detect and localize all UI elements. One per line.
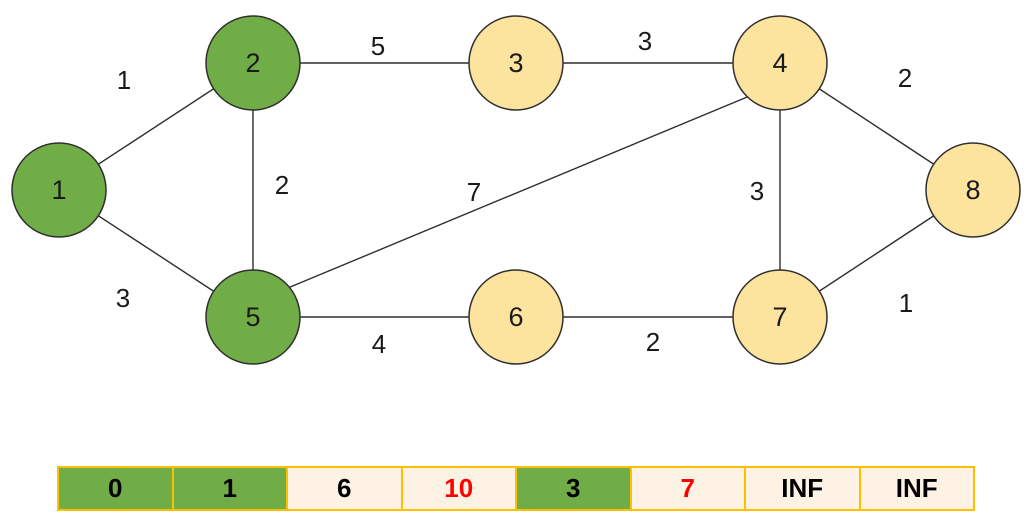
node-label-1: 1 bbox=[51, 175, 66, 205]
edge-weight-1-2: 1 bbox=[117, 65, 131, 95]
distance-cell-3: 6 bbox=[288, 468, 403, 509]
node-circle-1 bbox=[11, 142, 107, 238]
distance-cell-4: 10 bbox=[402, 468, 517, 509]
node-label-7: 7 bbox=[772, 302, 787, 332]
distance-value: INF bbox=[781, 473, 824, 503]
node-circle-7 bbox=[732, 269, 828, 365]
graph-node-1: 1 bbox=[11, 142, 107, 238]
graph-node-7: 7 bbox=[732, 269, 828, 365]
edge-weight-2-3: 5 bbox=[371, 31, 385, 61]
node-label-3: 3 bbox=[508, 48, 523, 78]
distance-value: 3 bbox=[566, 473, 581, 503]
graph-node-8: 8 bbox=[925, 142, 1021, 238]
edge-weight-4-7: 3 bbox=[750, 176, 764, 206]
distance-value: INF bbox=[895, 473, 938, 503]
edge-weight-5-4: 7 bbox=[467, 177, 481, 207]
edge-5-4 bbox=[282, 94, 753, 291]
graph-node-4: 4 bbox=[732, 15, 828, 111]
distance-cell-6: 7 bbox=[631, 468, 746, 509]
edge-weight-2-5: 2 bbox=[275, 170, 289, 200]
edge-weight-1-5: 3 bbox=[116, 283, 130, 313]
distance-value: 10 bbox=[444, 473, 474, 503]
node-label-8: 8 bbox=[965, 175, 980, 205]
node-label-6: 6 bbox=[508, 302, 523, 332]
edge-weight-6-7: 2 bbox=[646, 327, 660, 357]
node-label-5: 5 bbox=[245, 302, 260, 332]
edge-weight-5-6: 4 bbox=[372, 329, 386, 359]
distance-value: 0 bbox=[108, 473, 123, 503]
node-circle-4 bbox=[732, 15, 828, 111]
node-circle-5 bbox=[205, 269, 301, 365]
graph-node-3: 3 bbox=[468, 15, 564, 111]
distance-cell-5: 3 bbox=[517, 468, 632, 509]
graph-node-5: 5 bbox=[205, 269, 301, 365]
node-circle-8 bbox=[925, 142, 1021, 238]
distance-array: 0 1 6 10 3 7 INF INF bbox=[57, 466, 975, 511]
distance-value: 1 bbox=[222, 473, 237, 503]
node-circle-6 bbox=[468, 269, 564, 365]
edge-weight-4-8: 2 bbox=[898, 63, 912, 93]
node-circle-3 bbox=[468, 15, 564, 111]
node-circle-2 bbox=[205, 15, 301, 111]
graph-canvas: 1 3 5 2 3 2 3 7 4 2 1 1 2 3 4 5 6 7 8 bbox=[11, 15, 1021, 365]
edge-weight-3-4: 3 bbox=[638, 26, 652, 56]
distance-value: 7 bbox=[680, 473, 695, 503]
distance-value: 6 bbox=[337, 473, 352, 503]
distance-cell-7: INF bbox=[746, 468, 861, 509]
edge-weight-7-8: 1 bbox=[899, 288, 913, 318]
graph-node-6: 6 bbox=[468, 269, 564, 365]
node-label-2: 2 bbox=[245, 48, 260, 78]
distance-cell-2: 1 bbox=[173, 468, 288, 509]
distance-cell-1: 0 bbox=[59, 468, 174, 509]
graph-node-2: 2 bbox=[205, 15, 301, 111]
node-label-4: 4 bbox=[772, 48, 787, 78]
distance-cell-8: INF bbox=[860, 468, 973, 509]
